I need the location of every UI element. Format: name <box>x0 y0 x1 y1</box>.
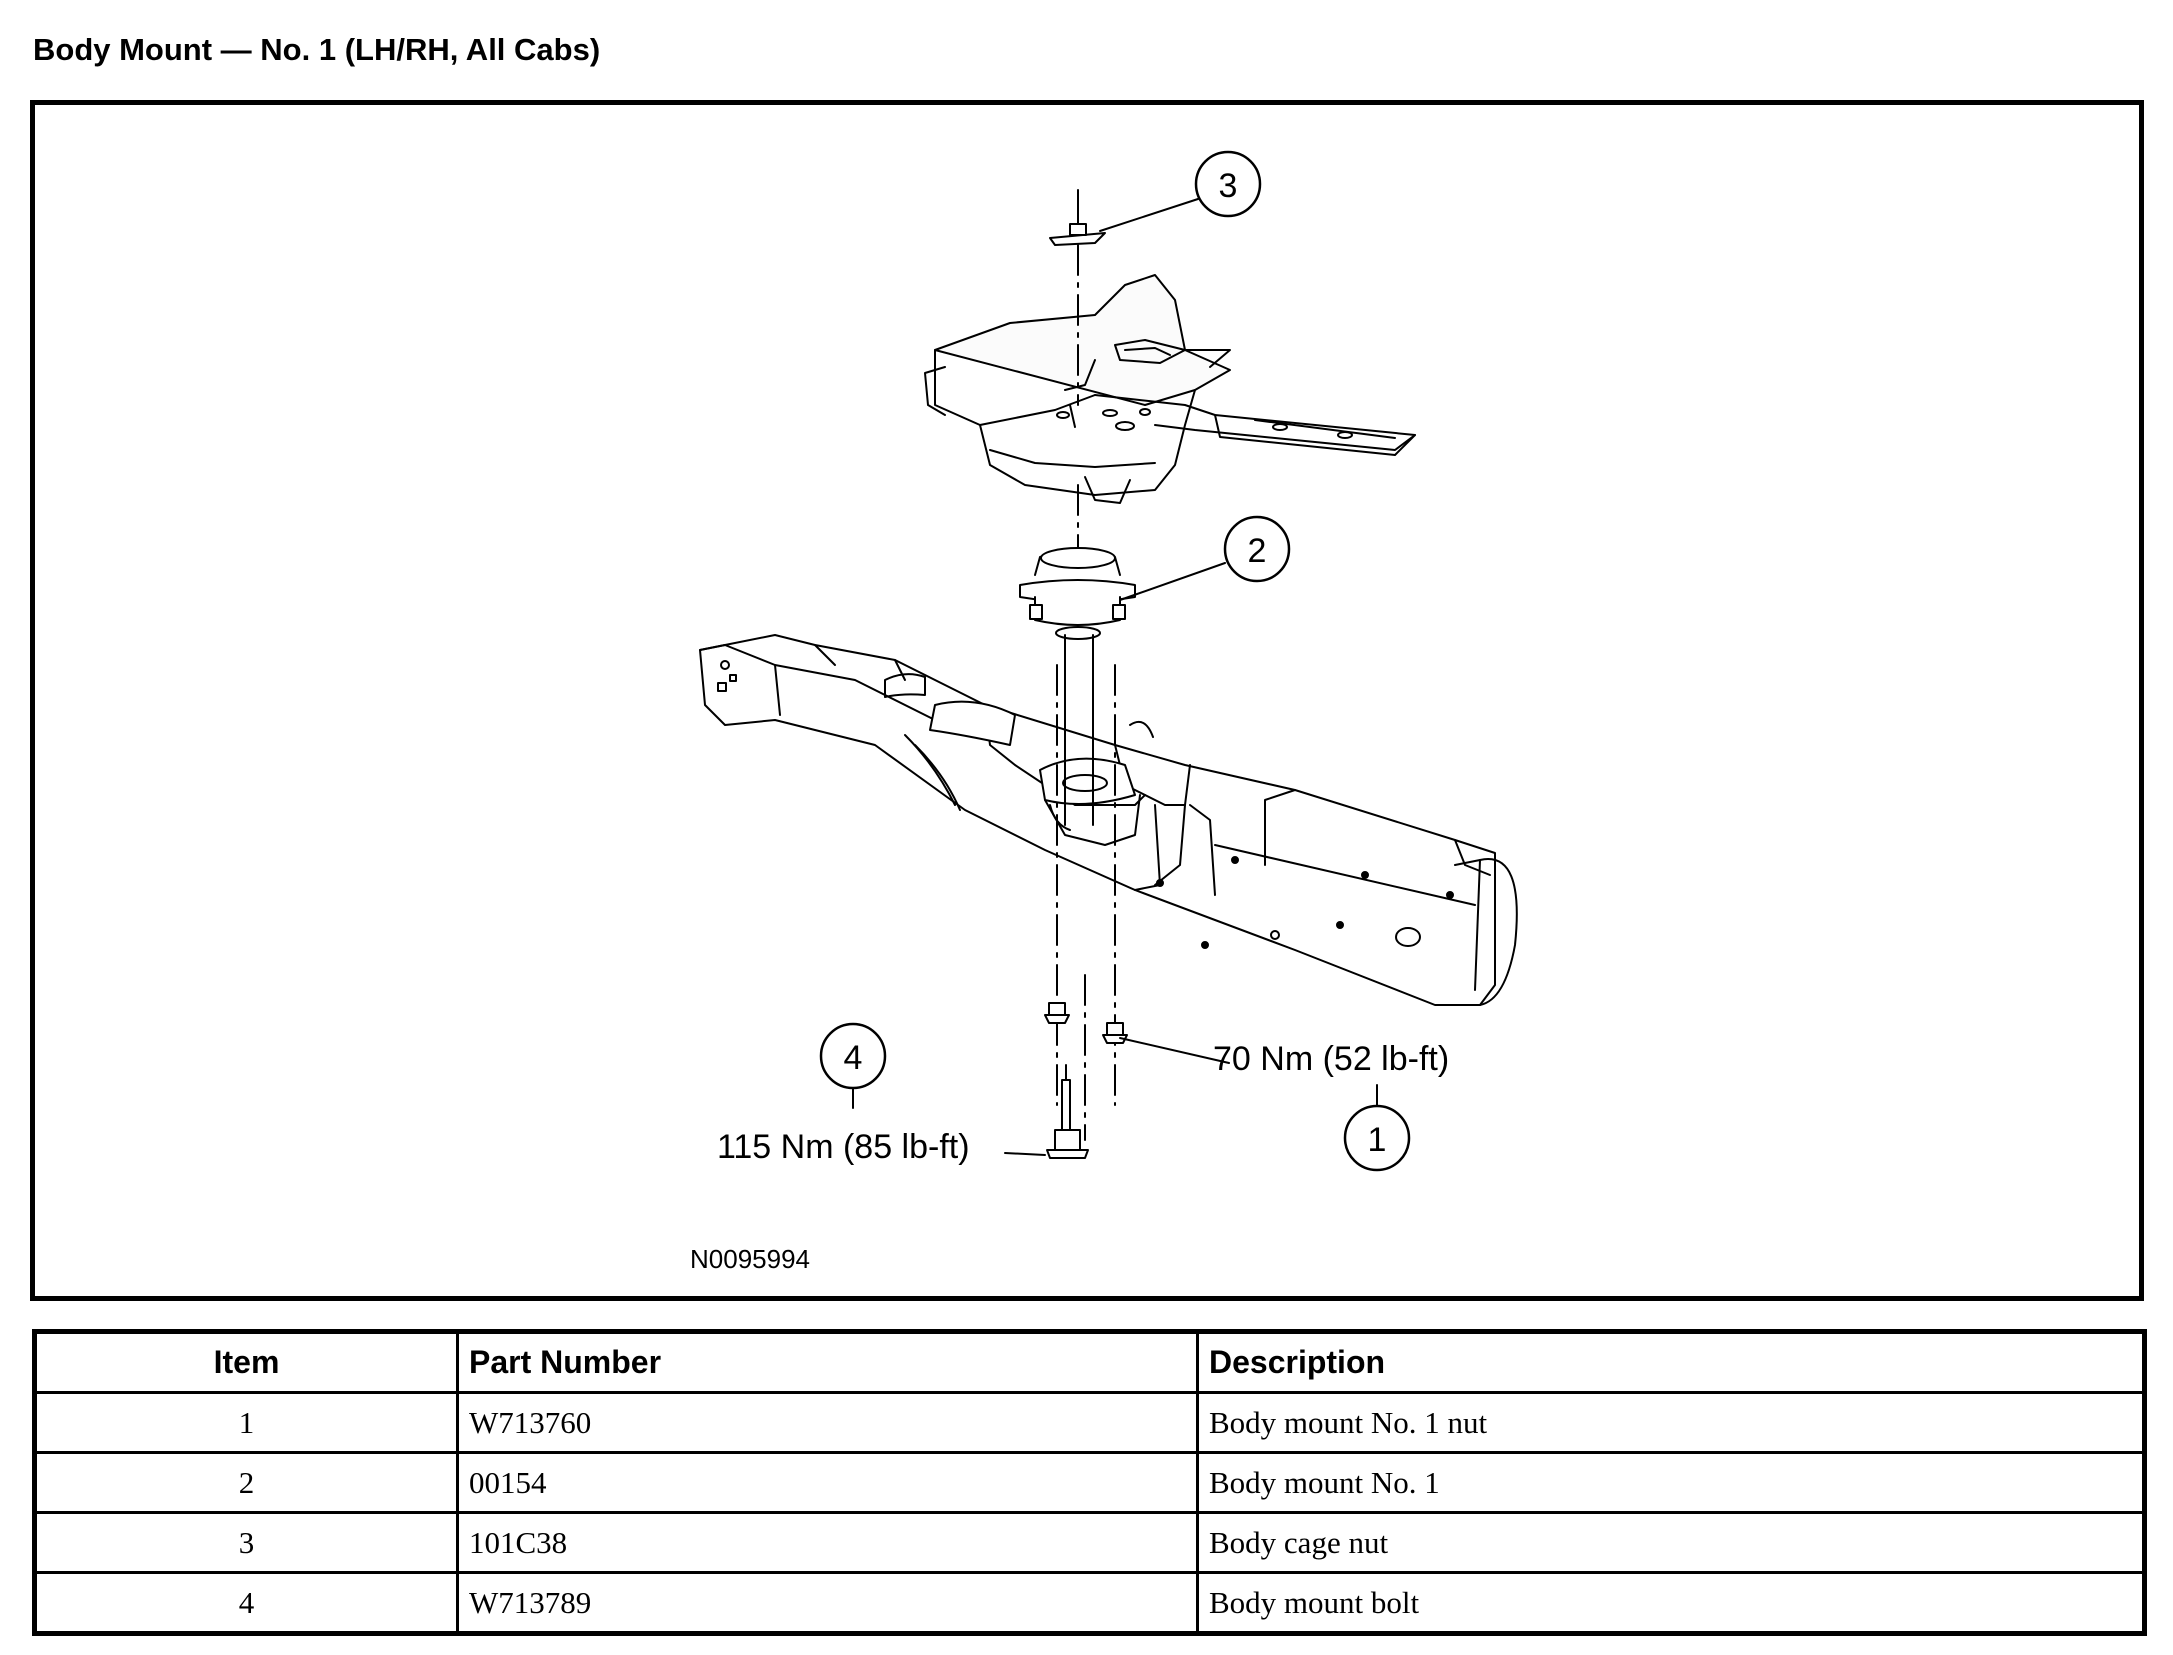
header-part-number: Part Number <box>456 1330 1199 1394</box>
callout-3-label: 3 <box>1219 167 1238 205</box>
cell-part-number: W713789 <box>456 1571 1199 1635</box>
callout-4: 4 <box>819 1022 887 1090</box>
cell-description: Body mount No. 1 nut <box>1196 1391 2146 1454</box>
cell-item: 2 <box>33 1451 459 1514</box>
callout-2-label: 2 <box>1248 532 1267 570</box>
cage-nut-drawing <box>1049 189 1106 246</box>
body-mount-illustration: 3 2 1 4 70 Nm (52 lb-ft) 115 Nm (85 lb-f… <box>690 150 1518 1274</box>
cell-part-number: 00154 <box>456 1451 1199 1514</box>
callout-4-label: 4 <box>844 1039 863 1077</box>
cell-part-number: 101C38 <box>456 1511 1199 1574</box>
body-mount-nut-drawing <box>1044 1002 1128 1044</box>
cell-description: Body mount No. 1 <box>1196 1451 2146 1514</box>
body-mount-insulator-drawing <box>1019 547 1136 640</box>
body-bracket-drawing <box>924 274 1416 504</box>
exploded-view-figure: 3 2 1 4 70 Nm (52 lb-ft) 115 Nm (85 lb-f… <box>30 100 2144 1301</box>
cell-item: 3 <box>33 1511 459 1574</box>
cell-item: 4 <box>33 1571 459 1635</box>
cell-description: Body mount bolt <box>1196 1571 2146 1635</box>
header-item: Item <box>33 1330 459 1394</box>
body-mount-bolt-drawing <box>1046 1064 1089 1159</box>
cell-description: Body cage nut <box>1196 1511 2146 1574</box>
table-header-row: Item Part Number Description <box>33 1330 2146 1394</box>
callout-3: 3 <box>1194 150 1262 218</box>
cell-part-number: W713760 <box>456 1391 1199 1454</box>
torque-spec-bolt: 115 Nm (85 lb-ft) <box>717 1128 970 1166</box>
table-row: 1 W713760 Body mount No. 1 nut <box>33 1391 2146 1454</box>
table-row: 3 101C38 Body cage nut <box>33 1511 2146 1574</box>
cell-item: 1 <box>33 1391 459 1454</box>
parts-table: Item Part Number Description 1 W713760 B… <box>32 1329 2147 1636</box>
figure-id: N0095994 <box>690 1244 810 1274</box>
callout-2: 2 <box>1223 515 1291 583</box>
callout-1: 1 <box>1343 1104 1411 1172</box>
table-row: 4 W713789 Body mount bolt <box>33 1571 2146 1635</box>
table-row: 2 00154 Body mount No. 1 <box>33 1451 2146 1514</box>
header-description: Description <box>1196 1330 2146 1394</box>
frame-rail-drawing <box>699 634 1518 1006</box>
callout-1-label: 1 <box>1368 1121 1387 1159</box>
page-title: Body Mount — No. 1 (LH/RH, All Cabs) <box>33 32 601 67</box>
torque-spec-nut: 70 Nm (52 lb-ft) <box>1213 1040 1449 1078</box>
